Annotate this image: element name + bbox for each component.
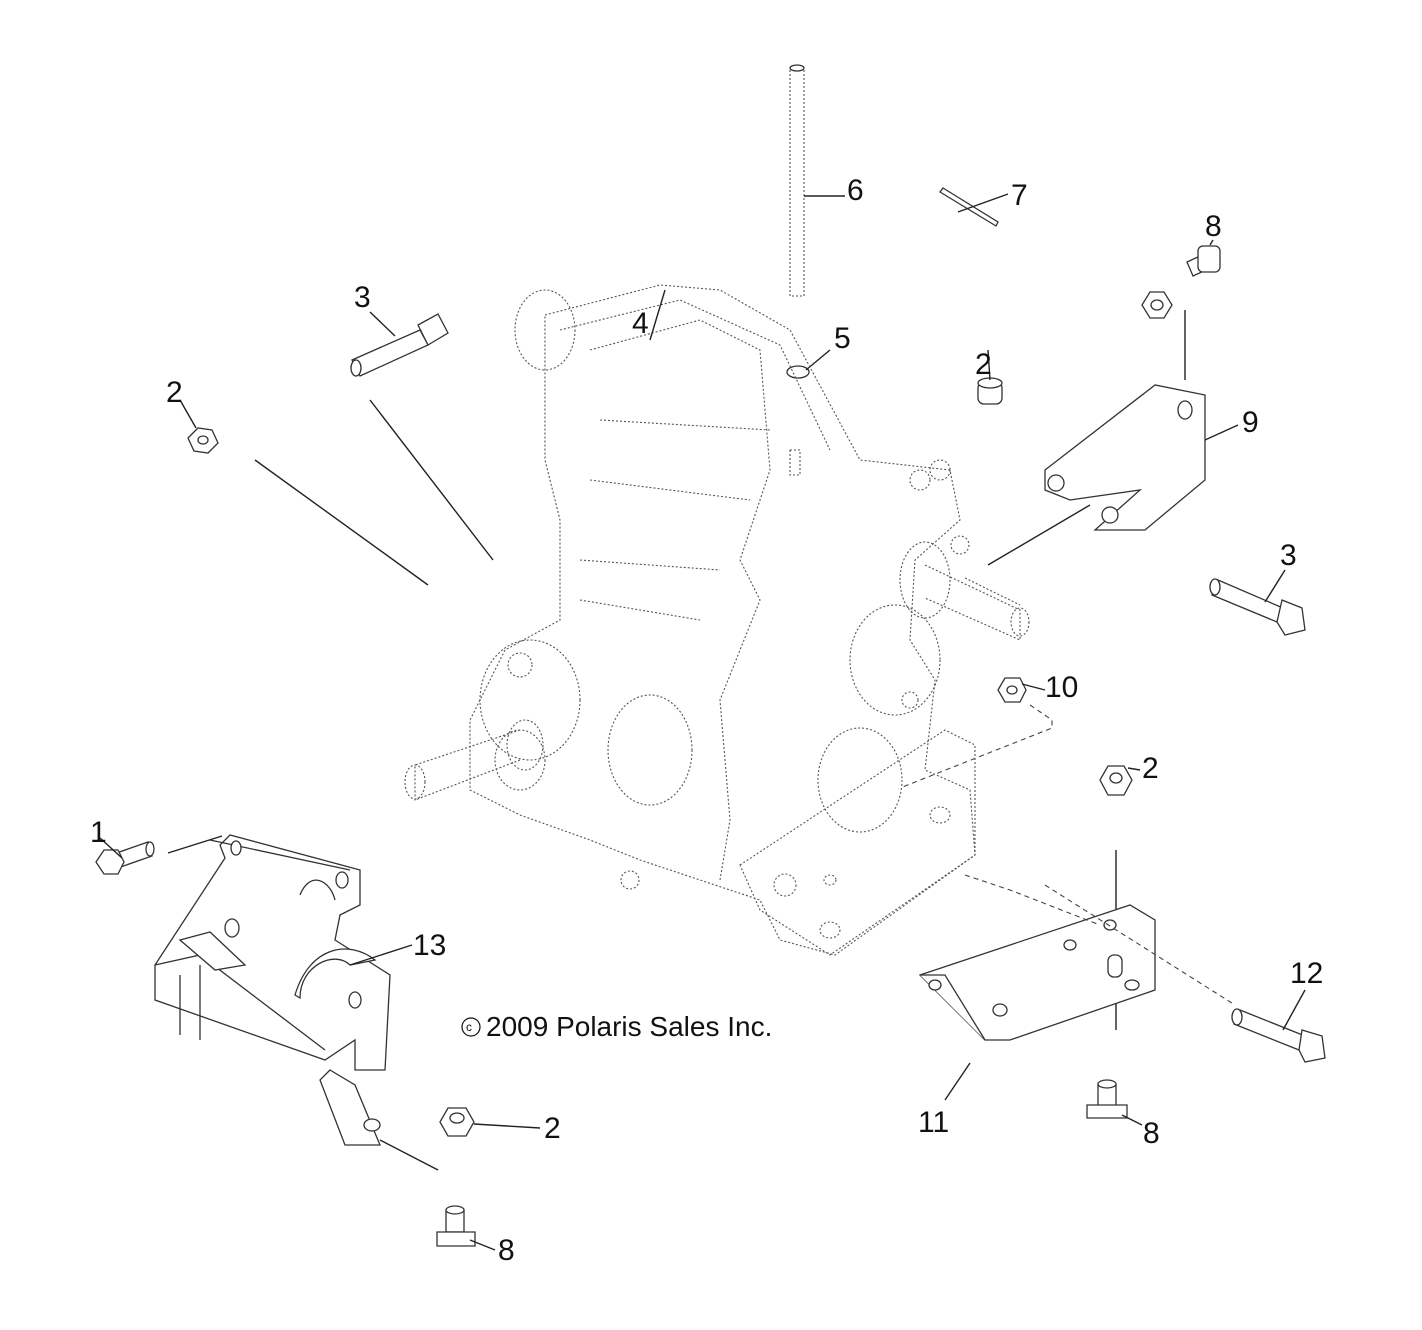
callout-3-left: 3 xyxy=(354,281,371,314)
callout-5: 5 xyxy=(834,322,851,355)
part-13-clip xyxy=(178,931,413,1000)
callout-1: 1 xyxy=(90,816,107,849)
callout-9: 9 xyxy=(1242,406,1259,439)
copyright-notice: c 2009 Polaris Sales Inc. xyxy=(461,1011,772,1042)
part-3-bolt-left xyxy=(350,311,494,561)
callout-7: 7 xyxy=(1011,179,1028,212)
callout-2-topleft: 2 xyxy=(166,376,183,409)
part-2-nut-bottom xyxy=(439,1107,541,1137)
part-8-bolt-topright xyxy=(1141,239,1221,380)
callout-8-bottomright: 8 xyxy=(1143,1117,1160,1150)
copyright-text: 2009 Polaris Sales Inc. xyxy=(486,1011,772,1042)
callout-12: 12 xyxy=(1290,957,1323,990)
callout-3-right: 3 xyxy=(1280,539,1297,572)
callout-2-top: 2 xyxy=(975,348,992,381)
callout-8-bottomleft: 8 xyxy=(498,1234,515,1267)
part-2-spacer-top xyxy=(977,349,1003,405)
part-11-bracket xyxy=(918,874,1236,1101)
part-9-bracket xyxy=(987,384,1239,566)
part-6-shaft xyxy=(789,64,845,297)
callout-2-right: 2 xyxy=(1142,752,1159,785)
part-1-bolt xyxy=(95,837,155,875)
part-1-bracket-left xyxy=(154,834,439,1171)
part-8-bolt-bottomleft xyxy=(436,1205,496,1251)
callout-2-bottom: 2 xyxy=(544,1112,561,1145)
part-2-nut-topleft xyxy=(179,399,429,586)
part-3-bolt-right xyxy=(1209,569,1306,636)
callout-11: 11 xyxy=(918,1106,949,1139)
part-7-pin xyxy=(939,187,1009,227)
callout-6: 6 xyxy=(847,174,864,207)
callout-8-topright: 8 xyxy=(1205,210,1222,243)
callout-4: 4 xyxy=(632,307,649,340)
part-8-bolt-bottomright xyxy=(1086,1079,1143,1126)
part-10-spacer xyxy=(899,677,1053,789)
callout-10: 10 xyxy=(1045,671,1078,704)
callout-13: 13 xyxy=(413,929,446,962)
part-4-transmission xyxy=(404,284,1030,956)
part-12-bolt xyxy=(1231,989,1326,1063)
copyright-symbol: c xyxy=(466,1020,472,1034)
